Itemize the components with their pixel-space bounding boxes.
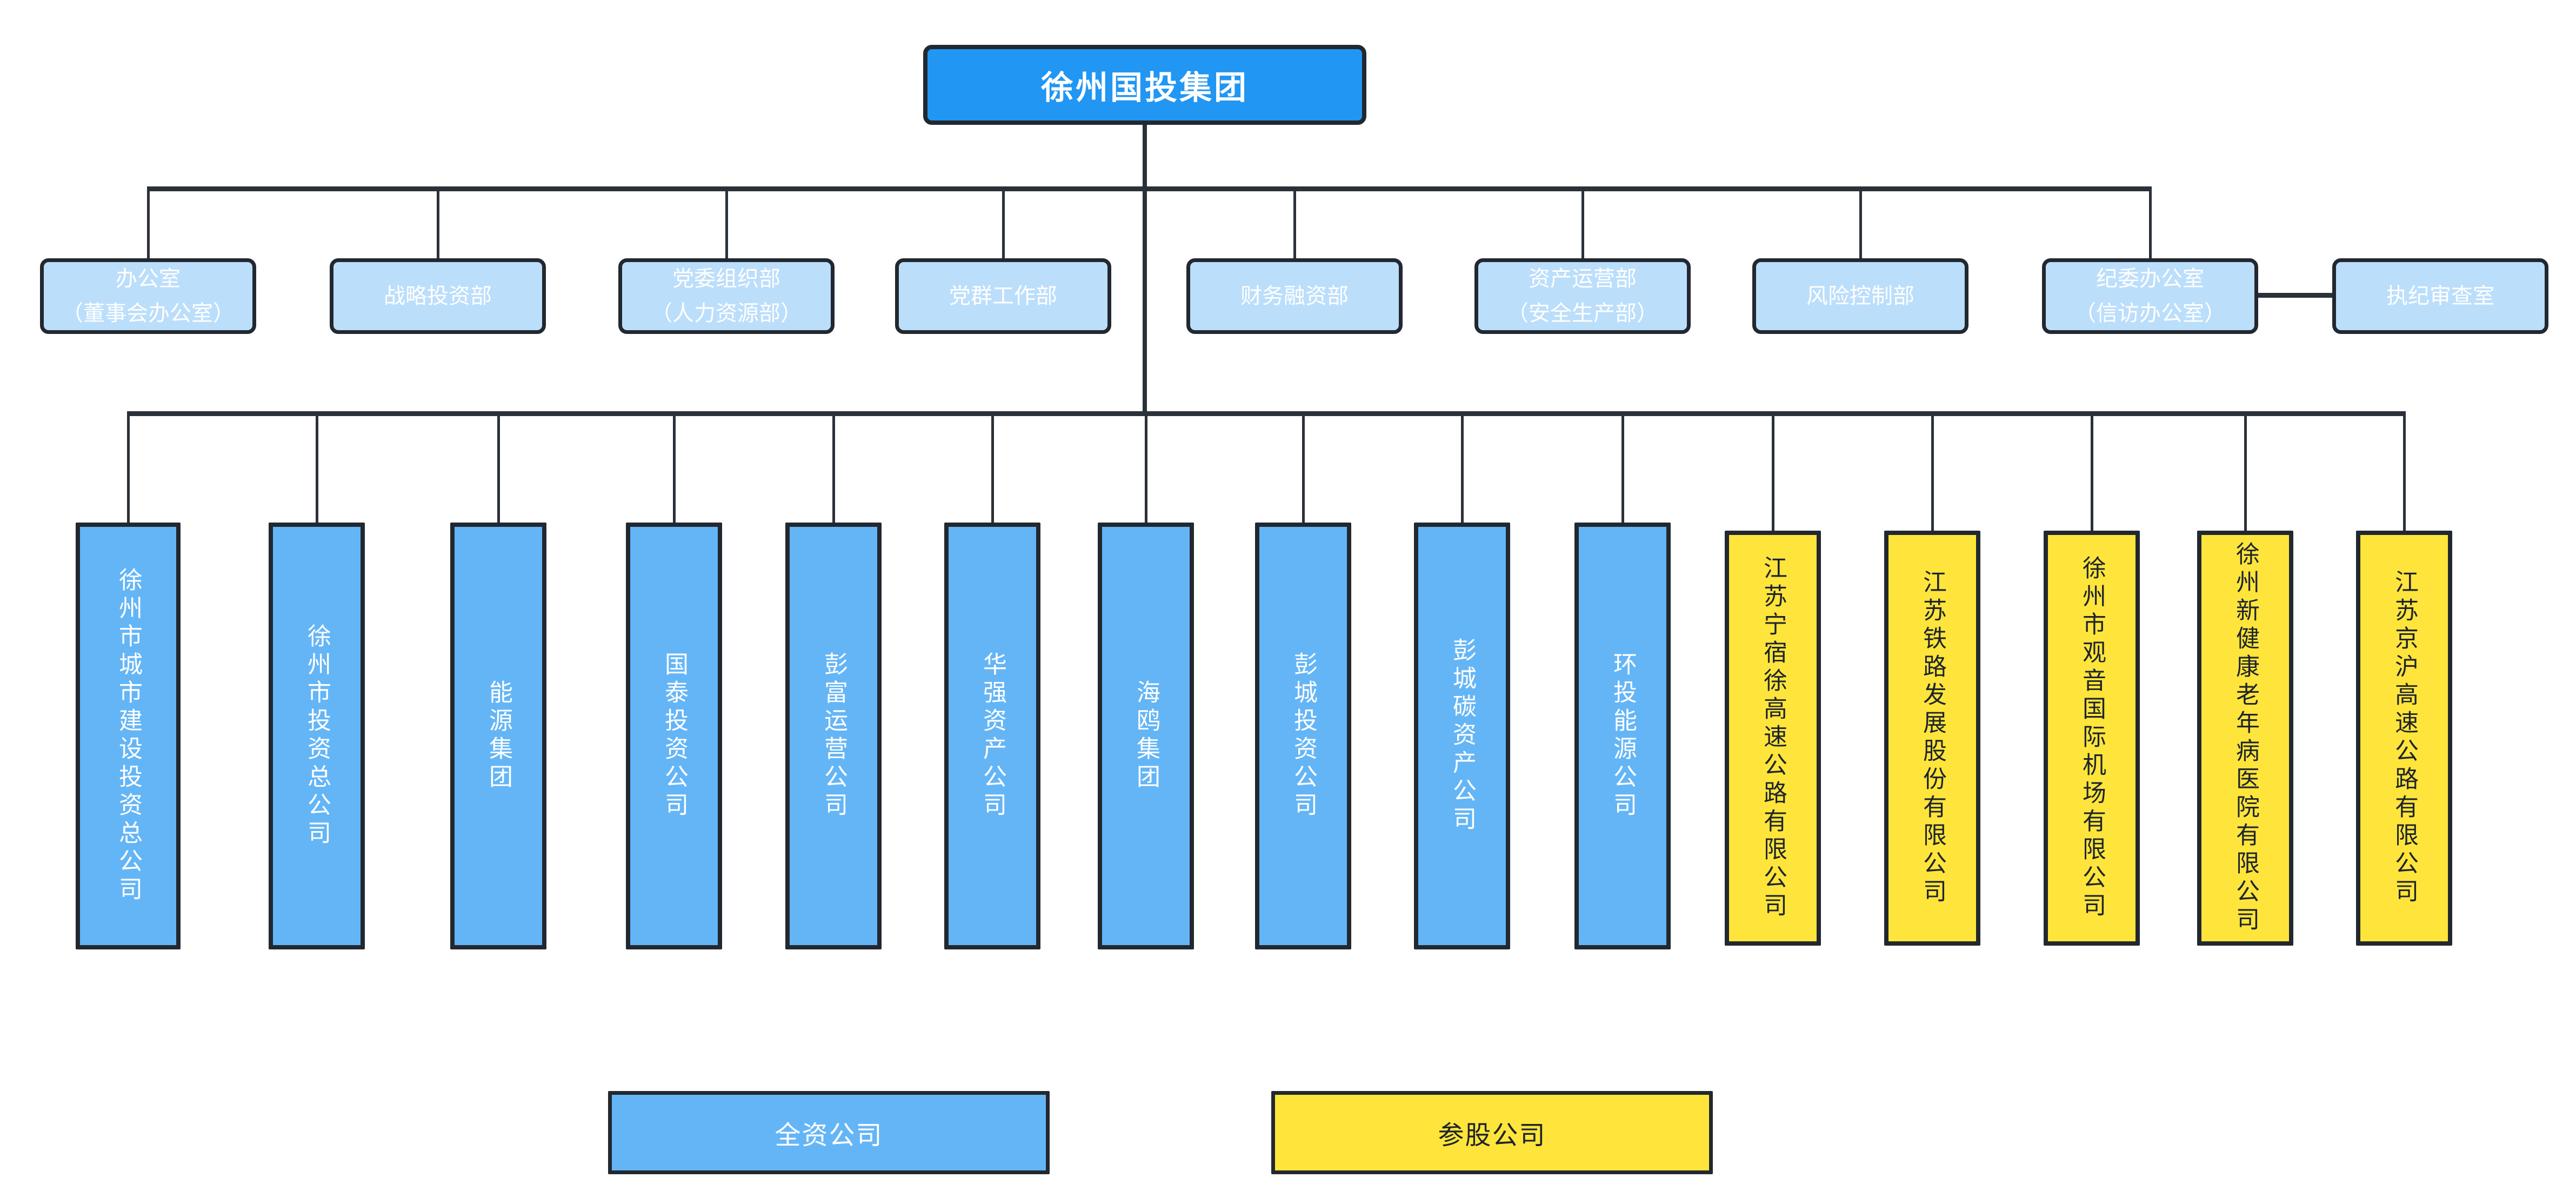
connector-subsidiary-rail (127, 411, 2406, 416)
dept-label-secondary: （董事会办公室） (62, 302, 235, 325)
connector-dept-drop (1293, 189, 1296, 259)
connector-sub-drop (1621, 413, 1624, 524)
sub-huaqiang-assets: 华强资产公司 (944, 523, 1040, 949)
connector-dept-rail (147, 186, 2152, 191)
subsidiary-label: 徐州市投资总公司 (304, 624, 330, 848)
connector-dept-drop (1002, 189, 1005, 259)
dept-label-secondary: （人力资源部） (651, 302, 802, 325)
sub-jiangsu-railway: 江苏铁路发展股份有限公司 (1884, 531, 1980, 946)
connector-sub-drop (2091, 413, 2093, 532)
connector-root-trunk (1143, 122, 1147, 416)
dept-risk-control: 风险控制部 (1752, 258, 1968, 334)
sub-xuzhou-investment: 徐州市投资总公司 (269, 523, 365, 949)
org-root-node: 徐州国投集团 (923, 45, 1366, 125)
sub-seagull-group: 海鸥集团 (1098, 523, 1194, 949)
connector-sub-drop (1302, 413, 1305, 524)
subsidiary-label: 能源集团 (485, 680, 512, 792)
dept-discipline-office: 纪委办公室 （信访办公室） (2042, 258, 2258, 334)
sub-jinghu-expressway: 江苏京沪高速公路有限公司 (2356, 531, 2452, 946)
subsidiary-label: 徐州市观音国际机场有限公司 (2079, 556, 2105, 921)
sub-guotai-investment: 国泰投资公司 (626, 523, 722, 949)
sub-pengfu-operations: 彭富运营公司 (785, 523, 882, 949)
connector-sub-drop (991, 413, 994, 524)
connector-dept-drop (1859, 189, 1862, 259)
dept-asset-operation: 资产运营部 （安全生产部） (1474, 258, 1691, 334)
org-root-label: 徐州国投集团 (1041, 69, 1249, 106)
subsidiary-label: 江苏京沪高速公路有限公司 (2391, 570, 2418, 907)
dept-party-organization: 党委组织部 （人力资源部） (618, 258, 835, 334)
dept-label: 执纪审查室 (2386, 284, 2494, 308)
dept-strategic-investment: 战略投资部 (330, 258, 546, 334)
connector-sub-drop (2244, 413, 2247, 532)
subsidiary-label: 彭城投资公司 (1290, 652, 1317, 820)
sub-pengcheng-investment: 彭城投资公司 (1255, 523, 1351, 949)
sub-huantou-energy: 环投能源公司 (1574, 523, 1671, 949)
dept-label: 财务融资部 (1240, 284, 1349, 308)
sub-guanyin-airport: 徐州市观音国际机场有限公司 (2044, 531, 2140, 946)
legend-wholly-owned-label: 全资公司 (775, 1121, 883, 1150)
sub-energy-group: 能源集团 (450, 523, 546, 949)
connector-sub-drop (1145, 413, 1147, 524)
connector-sub-drop (2403, 413, 2406, 532)
connector-sub-drop (1931, 413, 1934, 532)
subsidiary-label: 彭城碳资产公司 (1449, 638, 1476, 834)
subsidiary-label: 徐州新健康老年病医院有限公司 (2232, 541, 2259, 935)
sub-urban-construction-investment: 徐州市城市建设投资总公司 (76, 523, 181, 949)
subsidiary-label: 徐州市城市建设投资总公司 (115, 567, 142, 905)
dept-finance: 财务融资部 (1186, 258, 1403, 334)
dept-label: 办公室 (116, 267, 181, 291)
connector-dept-drop (2149, 189, 2152, 259)
subsidiary-label: 江苏宁宿徐高速公路有限公司 (1760, 556, 1786, 921)
dept-label: 资产运营部 (1529, 267, 1637, 291)
connector-dept-drop (437, 189, 439, 259)
subsidiary-label: 彭富运营公司 (820, 652, 847, 820)
dept-discipline-review: 执纪审查室 (2332, 258, 2548, 334)
legend-partial-stake: 参股公司 (1271, 1091, 1713, 1174)
connector-sub-drop (127, 413, 130, 524)
connector-dept-drop (147, 189, 150, 259)
sub-pengcheng-carbon-assets: 彭城碳资产公司 (1414, 523, 1510, 949)
dept-label: 战略投资部 (384, 284, 492, 308)
dept-label: 风险控制部 (1806, 284, 1914, 308)
connector-sub-drop (673, 413, 676, 524)
sub-ningsuxu-expressway: 江苏宁宿徐高速公路有限公司 (1725, 531, 1821, 946)
dept-label: 党委组织部 (672, 267, 780, 291)
subsidiary-label: 国泰投资公司 (661, 652, 688, 820)
connector-sub-drop (497, 413, 500, 524)
connector-sub-drop (1772, 413, 1774, 532)
subsidiary-label: 海鸥集团 (1133, 680, 1159, 792)
connector-sub-drop (832, 413, 835, 524)
dept-label: 纪委办公室 (2096, 267, 2204, 291)
dept-party-masses: 党群工作部 (895, 258, 1111, 334)
dept-label-secondary: （安全生产部） (1507, 302, 1658, 325)
dept-label-secondary: （信访办公室） (2074, 302, 2226, 325)
connector-dept-drop (1581, 189, 1584, 259)
connector-discipline-link (2257, 293, 2335, 298)
legend-wholly-owned: 全资公司 (608, 1091, 1050, 1174)
subsidiary-label: 华强资产公司 (979, 652, 1006, 820)
subsidiary-label: 江苏铁路发展股份有限公司 (1919, 570, 1946, 907)
dept-office: 办公室 （董事会办公室） (40, 258, 256, 334)
legend-partial-stake-label: 参股公司 (1438, 1121, 1546, 1150)
subsidiary-label: 环投能源公司 (1610, 652, 1636, 820)
sub-xinjiankang-hospital: 徐州新健康老年病医院有限公司 (2197, 531, 2293, 946)
connector-sub-drop (316, 413, 318, 524)
connector-sub-drop (1461, 413, 1464, 524)
dept-label: 党群工作部 (949, 284, 1057, 308)
connector-dept-drop (725, 189, 728, 259)
